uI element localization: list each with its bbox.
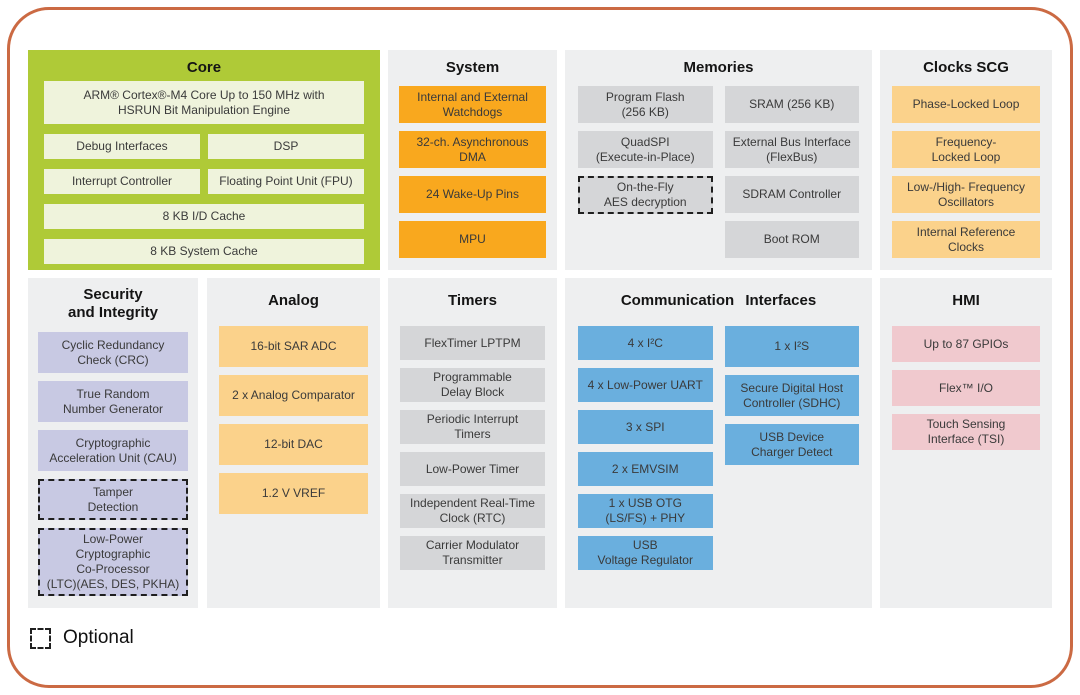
block-1-x-i-s: 1 x I²S	[724, 326, 859, 367]
block-sdram-controller: SDRAM Controller	[724, 176, 859, 213]
block-cryptographic-acceleration-unit-cau: Cryptographic Acceleration Unit (CAU)	[38, 430, 188, 471]
block-independent-real-time-clock-rtc: Independent Real-Time Clock (RTC)	[400, 494, 545, 528]
section-analog: Analog 16-bit SAR ADC 2 x Analog Comparato…	[207, 278, 380, 608]
column-1: 4 x I²C 4 x Low-Power UART 3 x SPI 2 x EMVS…	[578, 326, 713, 570]
section-title-system: System	[445, 59, 500, 76]
block-sram-256-kb: SRAM (256 KB)	[724, 86, 859, 123]
block-mpu: MPU	[399, 221, 546, 258]
section-title-hmi: HMI	[952, 292, 980, 309]
block-flextimer-lptpm: FlexTimer LPTPM	[400, 326, 545, 360]
block-32-ch-asynchronous-dma: 32-ch. Asynchronous DMA	[399, 131, 546, 168]
block-on-the-fly-aes-decryption: On-the-Fly AES decryption	[578, 176, 713, 214]
column-2: 1 x I²S Secure Digital Host Controller (S…	[724, 326, 859, 570]
block-8-kb-i-d-cache: 8 KB I/D Cache	[44, 204, 364, 229]
block-4-x-i-c: 4 x I²C	[578, 326, 713, 360]
block-phase-locked-loop: Phase-Locked Loop	[892, 86, 1040, 123]
block-periodic-interrupt-timers: Periodic Interrupt Timers	[400, 410, 545, 444]
block-interrupt-controller: Interrupt Controller	[44, 169, 200, 194]
block-program-flash-256-kb: Program Flash (256 KB)	[578, 86, 713, 123]
section-title-comm: Communication Interfaces	[620, 292, 817, 309]
section-blocks-system: Internal and External Watchdogs 32-ch. As…	[388, 86, 557, 258]
block-2-x-emvsim: 2 x EMVSIM	[578, 452, 713, 486]
block-touch-sensing-interface-tsi: Touch Sensing Interface (TSI)	[892, 414, 1040, 450]
block-programmable-delay-block: Programmable Delay Block	[400, 368, 545, 402]
block-8-kb-system-cache: 8 KB System Cache	[44, 239, 364, 264]
block-internal-reference-clocks: Internal Reference Clocks	[892, 221, 1040, 258]
section-title-timers: Timers	[448, 292, 497, 309]
block-flex-i-o: Flex™ I/O	[892, 370, 1040, 406]
section-title-analog: Analog	[268, 292, 319, 309]
block-low-power-timer: Low-Power Timer	[400, 452, 545, 486]
block-2-x-analog-comparator: 2 x Analog Comparator	[219, 375, 368, 416]
section-title-memories: Memories	[683, 59, 754, 76]
block-16-bit-sar-adc: 16-bit SAR ADC	[219, 326, 368, 367]
column-2: SRAM (256 KB) External Bus Interface (Fle…	[724, 86, 859, 258]
legend: Optional	[30, 627, 134, 649]
block-12-bit-dac: 12-bit DAC	[219, 424, 368, 465]
block-tamper-detection: Tamper Detection	[38, 479, 188, 520]
block-external-bus-interface-flexbus: External Bus Interface (FlexBus)	[724, 131, 859, 168]
block-internal-and-external-watchdogs: Internal and External Watchdogs	[399, 86, 546, 123]
block-4-x-low-power-uart: 4 x Low-Power UART	[578, 368, 713, 402]
section-title-security: Security and Integrity	[67, 286, 158, 321]
section-title-clocks: Clocks SCG	[923, 59, 1009, 76]
section-columns-comm: 4 x I²C 4 x Low-Power UART 3 x SPI 2 x EMVS…	[565, 326, 872, 570]
block-24-wake-up-pins: 24 Wake-Up Pins	[399, 176, 546, 213]
block-up-to-87-gpios: Up to 87 GPIOs	[892, 326, 1040, 362]
block-secure-digital-host-controller-sdhc: Secure Digital Host Controller (SDHC)	[724, 375, 859, 416]
block-1-2-v-vref: 1.2 V VREF	[219, 473, 368, 514]
block-true-random-number-generator: True Random Number Generator	[38, 381, 188, 422]
block-low-high-frequency-oscillators: Low-/High- Frequency Oscillators	[892, 176, 1040, 213]
block-usb-device-charger-detect: USB Device Charger Detect	[724, 424, 859, 465]
section-columns-memories: Program Flash (256 KB) QuadSPI (Execute-i…	[565, 86, 872, 258]
block-1-x-usb-otg-ls-fs-phy: 1 x USB OTG (LS/FS) + PHY	[578, 494, 713, 528]
legend-label: Optional	[63, 627, 134, 648]
block-debug-interfaces: Debug Interfaces	[44, 134, 200, 159]
block-low-power-cryptographic-co-processor-ltc-aes-des: Low-Power Cryptographic Co-Processor (LT…	[38, 528, 188, 596]
block-carrier-modulator-transmitter: Carrier Modulator Transmitter	[400, 536, 545, 570]
section-title-core: Core	[186, 59, 222, 76]
section-blocks-analog: 16-bit SAR ADC 2 x Analog Comparator 12-bi…	[207, 326, 380, 514]
section-comm: Communication Interfaces 4 x I²C 4 x Low-P…	[565, 278, 872, 608]
block-usb-voltage-regulator: USB Voltage Regulator	[578, 536, 713, 570]
block-frequency-locked-loop: Frequency- Locked Loop	[892, 131, 1040, 168]
block-boot-rom: Boot ROM	[724, 221, 859, 258]
block-quadspi-execute-in-place: QuadSPI (Execute-in-Place)	[578, 131, 713, 168]
block-3-x-spi: 3 x SPI	[578, 410, 713, 444]
block-cyclic-redundancy-check-crc: Cyclic Redundancy Check (CRC)	[38, 332, 188, 373]
section-blocks-security: Cyclic Redundancy Check (CRC) True Random…	[28, 332, 198, 596]
column-1: Program Flash (256 KB) QuadSPI (Execute-i…	[578, 86, 713, 258]
block-floating-point-unit-fpu: Floating Point Unit (FPU)	[208, 169, 364, 194]
block-arm-cortex-m4-core-up-to-150-mhz-with-hsrun-bit-: ARM® Cortex®-M4 Core Up to 150 MHz with …	[44, 81, 364, 124]
optional-dashed-swatch-icon	[30, 627, 51, 649]
section-blocks-core: ARM® Cortex®-M4 Core Up to 150 MHz with …	[28, 81, 380, 264]
block-dsp: DSP	[208, 134, 364, 159]
